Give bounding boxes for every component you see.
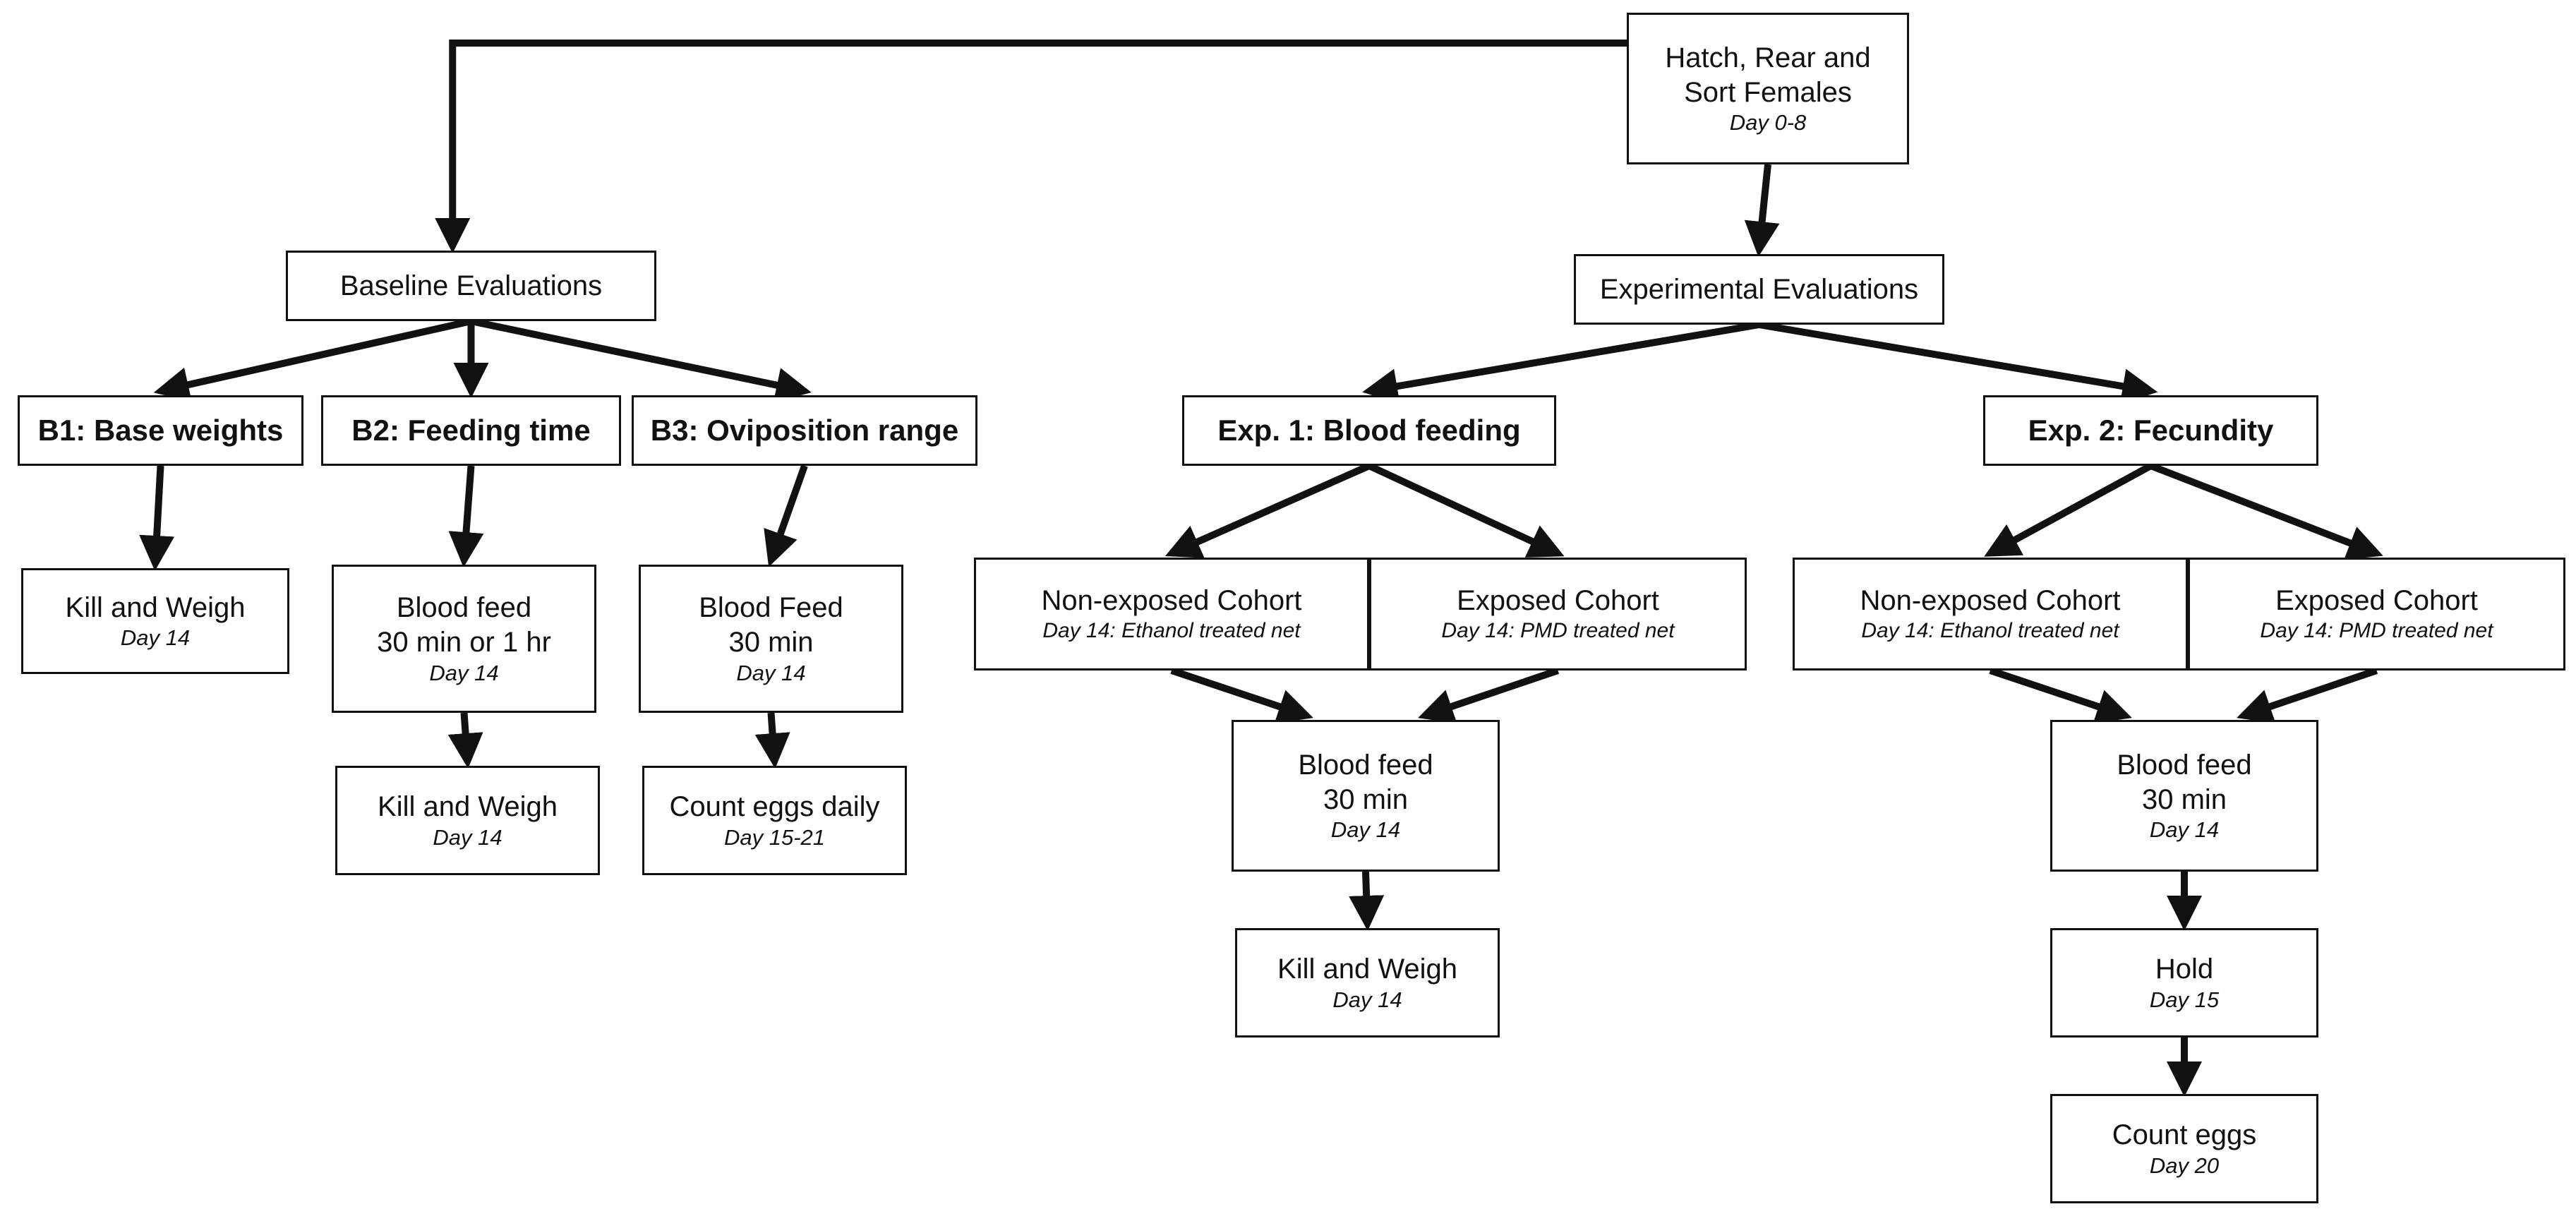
node-day: Day 14 — [433, 824, 502, 850]
node-exp1-kill-and-weigh: Kill and Weigh Day 14 — [1235, 928, 1500, 1037]
node-label: Blood Feed — [699, 592, 843, 624]
node-label: Baseline Evaluations — [339, 270, 603, 301]
node-b3-oviposition-range: B3: Oviposition range — [632, 395, 977, 466]
node-b2-blood-feed: Blood feed 30 min or 1 hr Day 14 — [332, 565, 596, 713]
node-day: Day 15-21 — [723, 824, 826, 850]
node-label: Sort Females — [1684, 76, 1852, 108]
node-label: 30 min or 1 hr — [377, 627, 551, 658]
connector-arrow — [470, 318, 812, 403]
connector-arrow — [1362, 321, 1760, 404]
node-exp2-blood-feed: Blood feed 30 min Day 14 — [2050, 720, 2318, 872]
node-label: Exposed Cohort — [2275, 585, 2478, 617]
node-b3-count-eggs-daily: Count eggs daily Day 15-21 — [642, 766, 907, 875]
node-day: Day 14 — [1330, 817, 1401, 843]
node-day: Day 14 — [429, 660, 499, 685]
connector-arrow — [435, 40, 1627, 253]
node-label: Hatch, Rear and — [1665, 42, 1871, 73]
node-exp1-exposed-cohort: Exposed Cohort Day 14: PMD treated net — [1369, 558, 1747, 670]
connector-arrow — [447, 712, 483, 769]
node-label: Non-exposed Cohort — [1860, 585, 2121, 617]
node-label: Blood feed — [396, 592, 532, 624]
connector-arrow — [139, 465, 175, 571]
node-b3-blood-feed: Blood Feed 30 min Day 14 — [639, 565, 903, 713]
node-label: B3: Oviposition range — [650, 414, 959, 447]
node-label: Non-exposed Cohort — [1041, 585, 1302, 617]
node-b1-base-weights: B1: Base weights — [18, 395, 303, 466]
node-day: Day 14 — [120, 625, 191, 651]
node-label: B2: Feeding time — [351, 414, 591, 447]
node-label: Exp. 1: Blood feeding — [1217, 414, 1521, 447]
connector-arrow — [764, 464, 808, 567]
node-b1-kill-and-weigh: Kill and Weigh Day 14 — [21, 568, 289, 674]
node-day: Day 14: PMD treated net — [1441, 619, 1675, 643]
node-baseline-evaluations: Baseline Evaluations — [286, 251, 656, 321]
node-experimental-evaluations: Experimental Evaluations — [1574, 254, 1944, 325]
node-day: Day 14 — [1332, 987, 1402, 1012]
node-label: Count eggs daily — [669, 791, 880, 823]
node-label: 30 min — [1323, 783, 1409, 815]
node-day: Day 20 — [2149, 1153, 2220, 1178]
connector-arrow — [1170, 667, 1313, 724]
connector-arrow — [754, 712, 790, 769]
node-day: Day 14: PMD treated net — [2260, 619, 2493, 643]
node-label: Blood feed — [1298, 749, 1433, 781]
node-label: Hold — [2155, 954, 2214, 985]
node-b2-feeding-time: B2: Feeding time — [321, 395, 621, 466]
node-exp2-fecundity: Exp. 2: Fecundity — [1983, 395, 2318, 466]
node-label: Exp. 2: Fecundity — [2028, 414, 2274, 447]
node-label: Count eggs — [2112, 1119, 2257, 1151]
node-day: Day 0-8 — [1729, 110, 1807, 136]
connector-arrow — [1758, 321, 2158, 404]
node-label: 30 min — [2141, 783, 2227, 815]
node-hatch-rear-sort: Hatch, Rear and Sort Females Day 0-8 — [1627, 13, 1909, 164]
connector-arrow — [1164, 462, 1371, 558]
node-day: Day 14 — [2149, 817, 2220, 843]
node-exp2-hold: Hold Day 15 — [2050, 928, 2318, 1037]
node-label: Experimental Evaluations — [1599, 273, 1919, 305]
connector-arrow — [2149, 462, 2383, 560]
node-label: Blood feed — [2117, 749, 2252, 781]
connector-arrow — [1989, 667, 2132, 724]
node-exp1-non-exposed-cohort: Non-exposed Cohort Day 14: Ethanol treat… — [974, 558, 1369, 670]
node-day: Day 15 — [2149, 987, 2220, 1012]
node-day: Day 14 — [736, 660, 806, 685]
node-exp1-blood-feeding: Exp. 1: Blood feeding — [1182, 395, 1556, 466]
connector-arrow — [448, 465, 484, 567]
connector-arrow — [1418, 667, 1560, 723]
node-exp2-exposed-cohort: Exposed Cohort Day 14: PMD treated net — [2188, 558, 2565, 670]
node-b2-kill-and-weigh: Kill and Weigh Day 14 — [335, 766, 600, 875]
node-day: Day 14: Ethanol treated net — [1861, 619, 2119, 643]
node-day: Day 14: Ethanol treated net — [1042, 619, 1301, 643]
node-label: Kill and Weigh — [65, 591, 246, 623]
node-label: B1: Base weights — [37, 414, 284, 447]
node-exp2-count-eggs: Count eggs Day 20 — [2050, 1094, 2318, 1203]
node-exp2-non-exposed-cohort: Non-exposed Cohort Day 14: Ethanol treat… — [1793, 558, 2188, 670]
connector-arrow — [1349, 871, 1385, 931]
connector-arrow — [1744, 164, 1780, 257]
node-label: Exposed Cohort — [1457, 585, 1659, 617]
node-label: Kill and Weigh — [1277, 954, 1457, 985]
node-label: Kill and Weigh — [378, 791, 558, 823]
node-exp1-blood-feed: Blood feed 30 min Day 14 — [1232, 720, 1500, 872]
connector-arrow — [153, 318, 472, 402]
connector-arrow — [1984, 462, 2153, 557]
connector-arrow — [2237, 667, 2378, 723]
node-label: 30 min — [728, 627, 814, 658]
connector-arrow — [1367, 462, 1565, 558]
